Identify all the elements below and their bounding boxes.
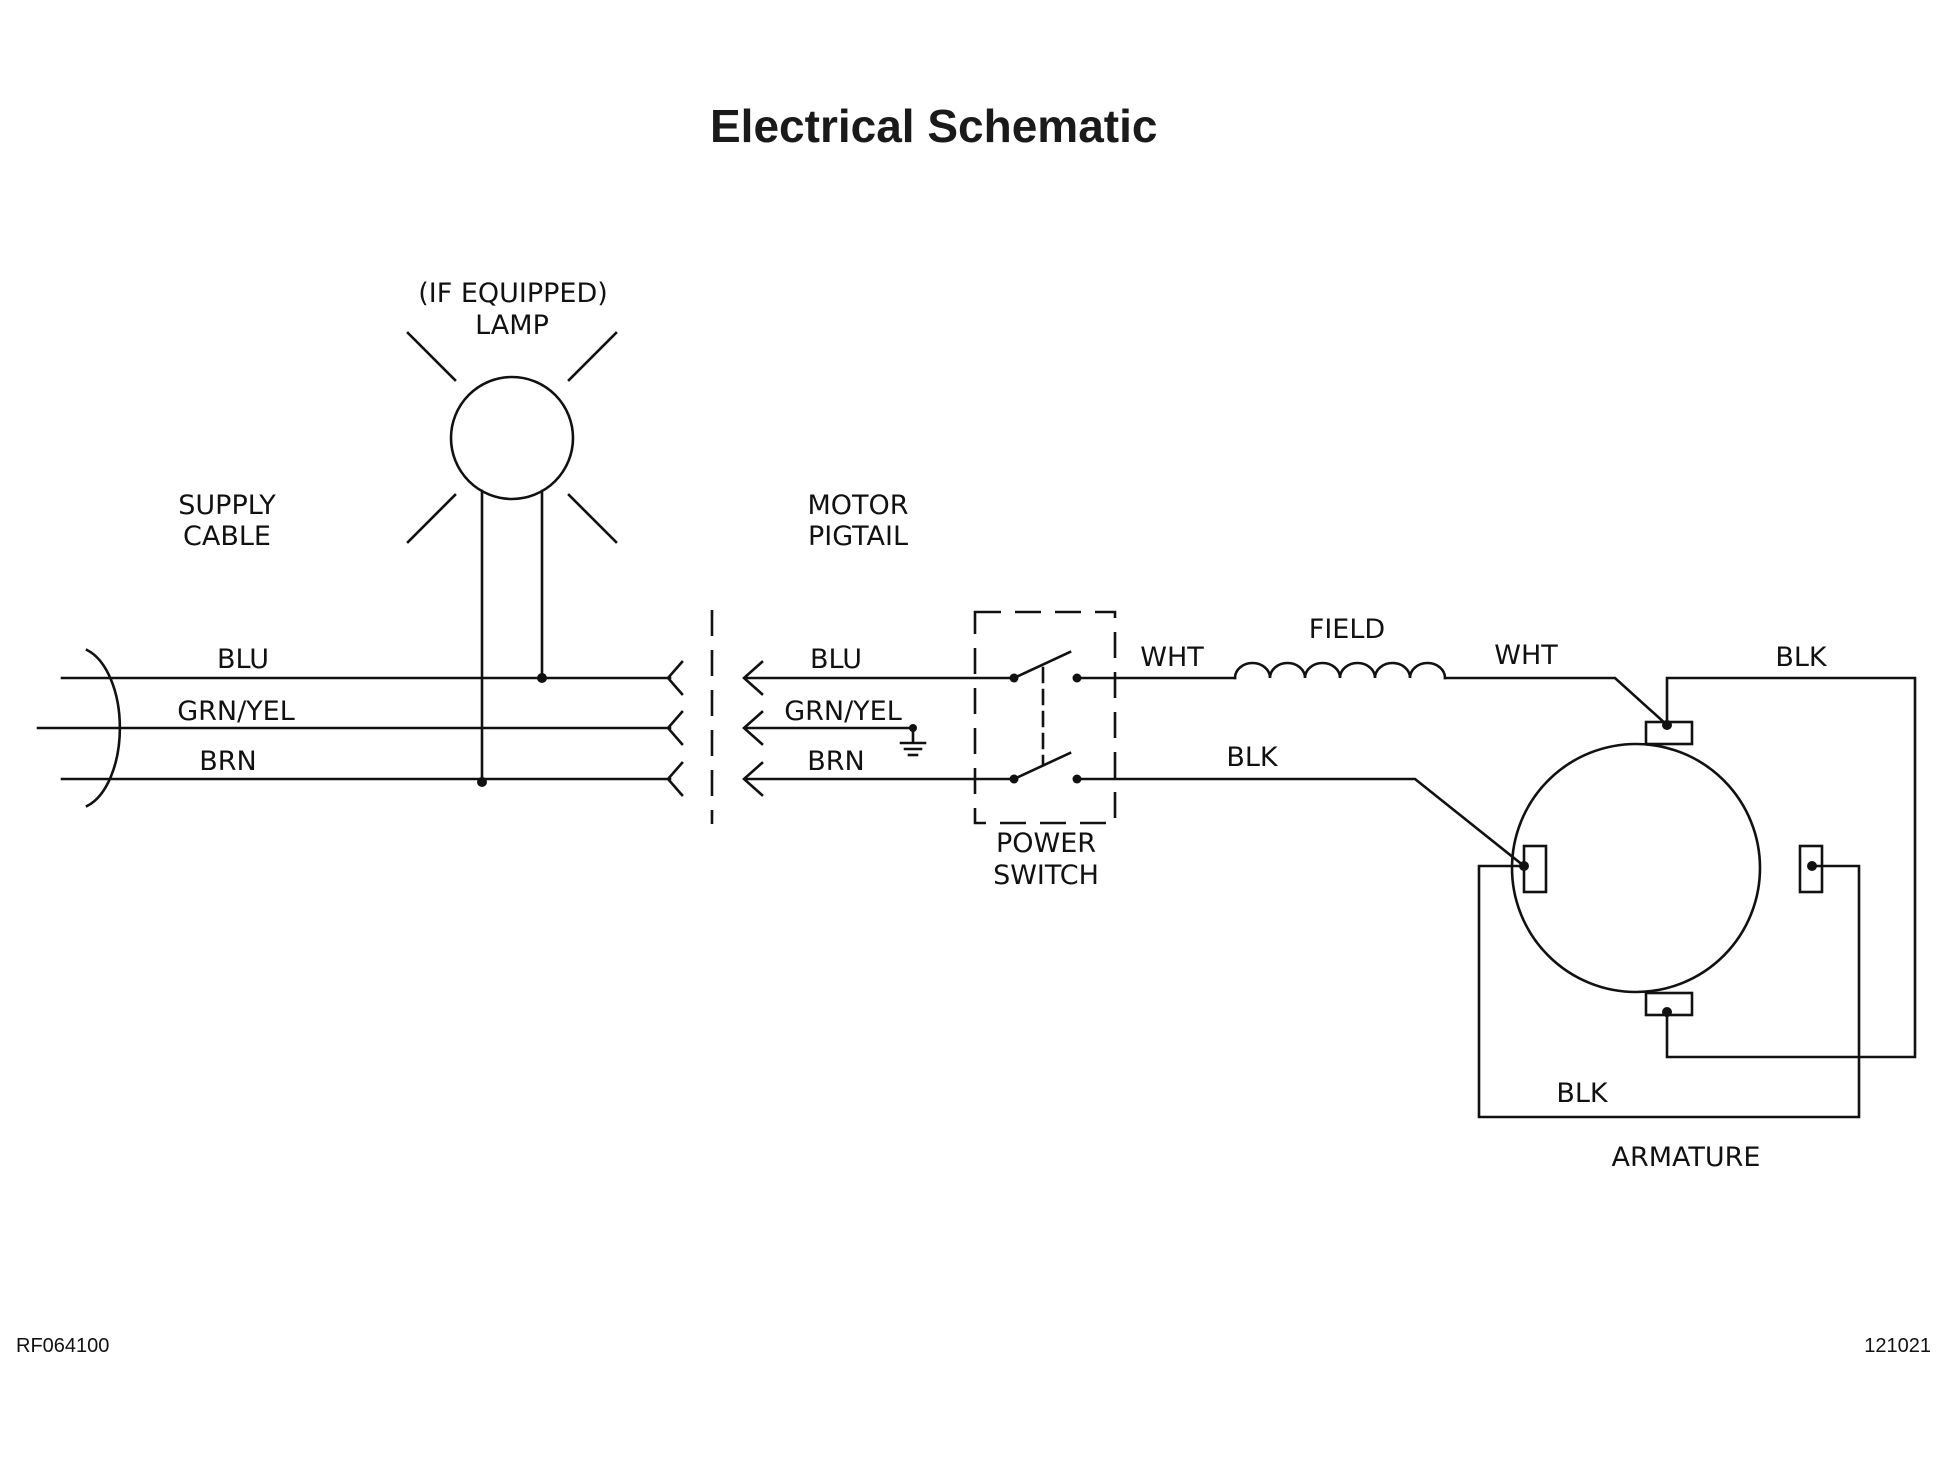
pigtail-wire-label-blu: BLU bbox=[810, 644, 862, 675]
lamp-symbol bbox=[406, 331, 618, 787]
connector-male-brn bbox=[742, 761, 764, 797]
lamp-note: (IF EQUIPPED) bbox=[418, 278, 608, 309]
lamp-ray-bottom-right bbox=[567, 493, 618, 544]
supply-cable-label-line1: SUPPLY bbox=[178, 490, 276, 521]
connector-female-grn-yel bbox=[666, 710, 684, 746]
revision-code: 121021 bbox=[1864, 1335, 1931, 1357]
armature-motor bbox=[1477, 676, 1917, 1119]
armature-circle-icon bbox=[1510, 742, 1762, 994]
lamp-ray-top-left bbox=[406, 331, 457, 382]
supply-wire-label-blu: BLU bbox=[217, 644, 269, 675]
page-title: Electrical Schematic bbox=[710, 100, 1157, 152]
field-coil-icon bbox=[1233, 661, 1447, 680]
field-wire-in-label: WHT bbox=[1140, 642, 1204, 673]
wire-blk-right-label: BLK bbox=[1775, 642, 1828, 673]
connector-female-blu bbox=[666, 660, 684, 696]
supply-cable bbox=[36, 648, 672, 808]
supply-wire-label-brn: BRN bbox=[199, 746, 256, 777]
armature-label: ARMATURE bbox=[1612, 1142, 1761, 1173]
supply-cable-label-line2: CABLE bbox=[183, 521, 271, 552]
power-switch-label-line2: SWITCH bbox=[993, 860, 1099, 891]
brush-right bbox=[1798, 844, 1824, 894]
connector-male-blu bbox=[742, 660, 764, 696]
drawing-number: RF064100 bbox=[16, 1335, 109, 1357]
connector-female-brn bbox=[666, 761, 684, 797]
switch-blade-top bbox=[1012, 650, 1072, 680]
motor-pigtail-label-line1: MOTOR bbox=[807, 490, 908, 521]
pigtail-wire-label-grn-yel: GRN/YEL bbox=[784, 696, 902, 727]
motor-pigtail bbox=[744, 676, 1014, 781]
wire-wht-to-brush-top bbox=[1443, 676, 1669, 727]
wire-blk-bottom-label: BLK bbox=[1556, 1078, 1609, 1109]
power-switch-label-line1: POWER bbox=[996, 828, 1096, 859]
pigtail-wire-label-brn: BRN bbox=[807, 746, 864, 777]
lamp-ray-bottom-left bbox=[406, 493, 457, 544]
lamp-ray-top-right bbox=[567, 331, 618, 382]
wire-blk-lower-label: BLK bbox=[1226, 742, 1279, 773]
connector bbox=[666, 610, 764, 824]
wire-blk-loop-right bbox=[1665, 676, 1917, 1059]
wire-blk-loop-bottom bbox=[1477, 864, 1861, 1119]
power-switch-housing bbox=[973, 610, 1117, 825]
wire-blk-switch-to-brush-left bbox=[1075, 777, 1526, 868]
field-wire-out-label: WHT bbox=[1494, 640, 1558, 671]
motor-pigtail-label-line2: PIGTAIL bbox=[808, 521, 908, 552]
ground-icon bbox=[899, 726, 927, 757]
field-coil bbox=[1075, 661, 1669, 727]
lamp-bulb bbox=[449, 375, 575, 501]
supply-wire-label-grn-yel: GRN/YEL bbox=[177, 696, 295, 727]
lamp-label: LAMP bbox=[475, 310, 549, 341]
power-switch bbox=[973, 610, 1117, 825]
connector-male-grn-yel bbox=[742, 710, 764, 746]
field-label: FIELD bbox=[1309, 614, 1385, 645]
